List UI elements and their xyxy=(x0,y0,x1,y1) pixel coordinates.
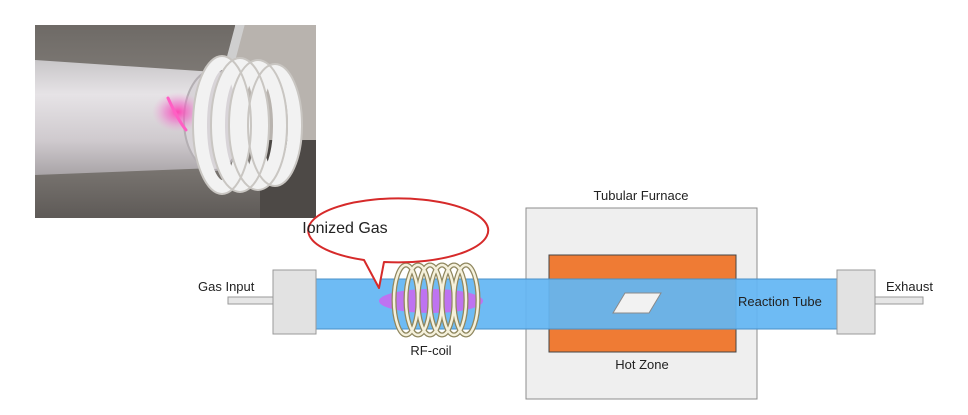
gas-input-cap xyxy=(272,269,317,335)
ionized-gas-label: Ionized Gas xyxy=(302,220,387,237)
exhaust-label: Exhaust xyxy=(886,279,933,294)
ionized-gas-callout xyxy=(307,197,490,289)
plasma-photo xyxy=(35,25,316,218)
exhaust-cap xyxy=(836,269,876,335)
rf-coil-label: RF-coil xyxy=(410,343,451,358)
gas-input-pipe xyxy=(227,296,275,305)
reaction-tube-label: Reaction Tube xyxy=(738,294,822,309)
sample-substrate xyxy=(612,292,662,314)
rf-coil xyxy=(391,262,481,338)
exhaust-pipe xyxy=(873,296,924,305)
hot-zone-label: Hot Zone xyxy=(615,357,668,372)
gas-input-label: Gas Input xyxy=(198,279,255,294)
tubular-furnace-label: Tubular Furnace xyxy=(594,188,689,203)
